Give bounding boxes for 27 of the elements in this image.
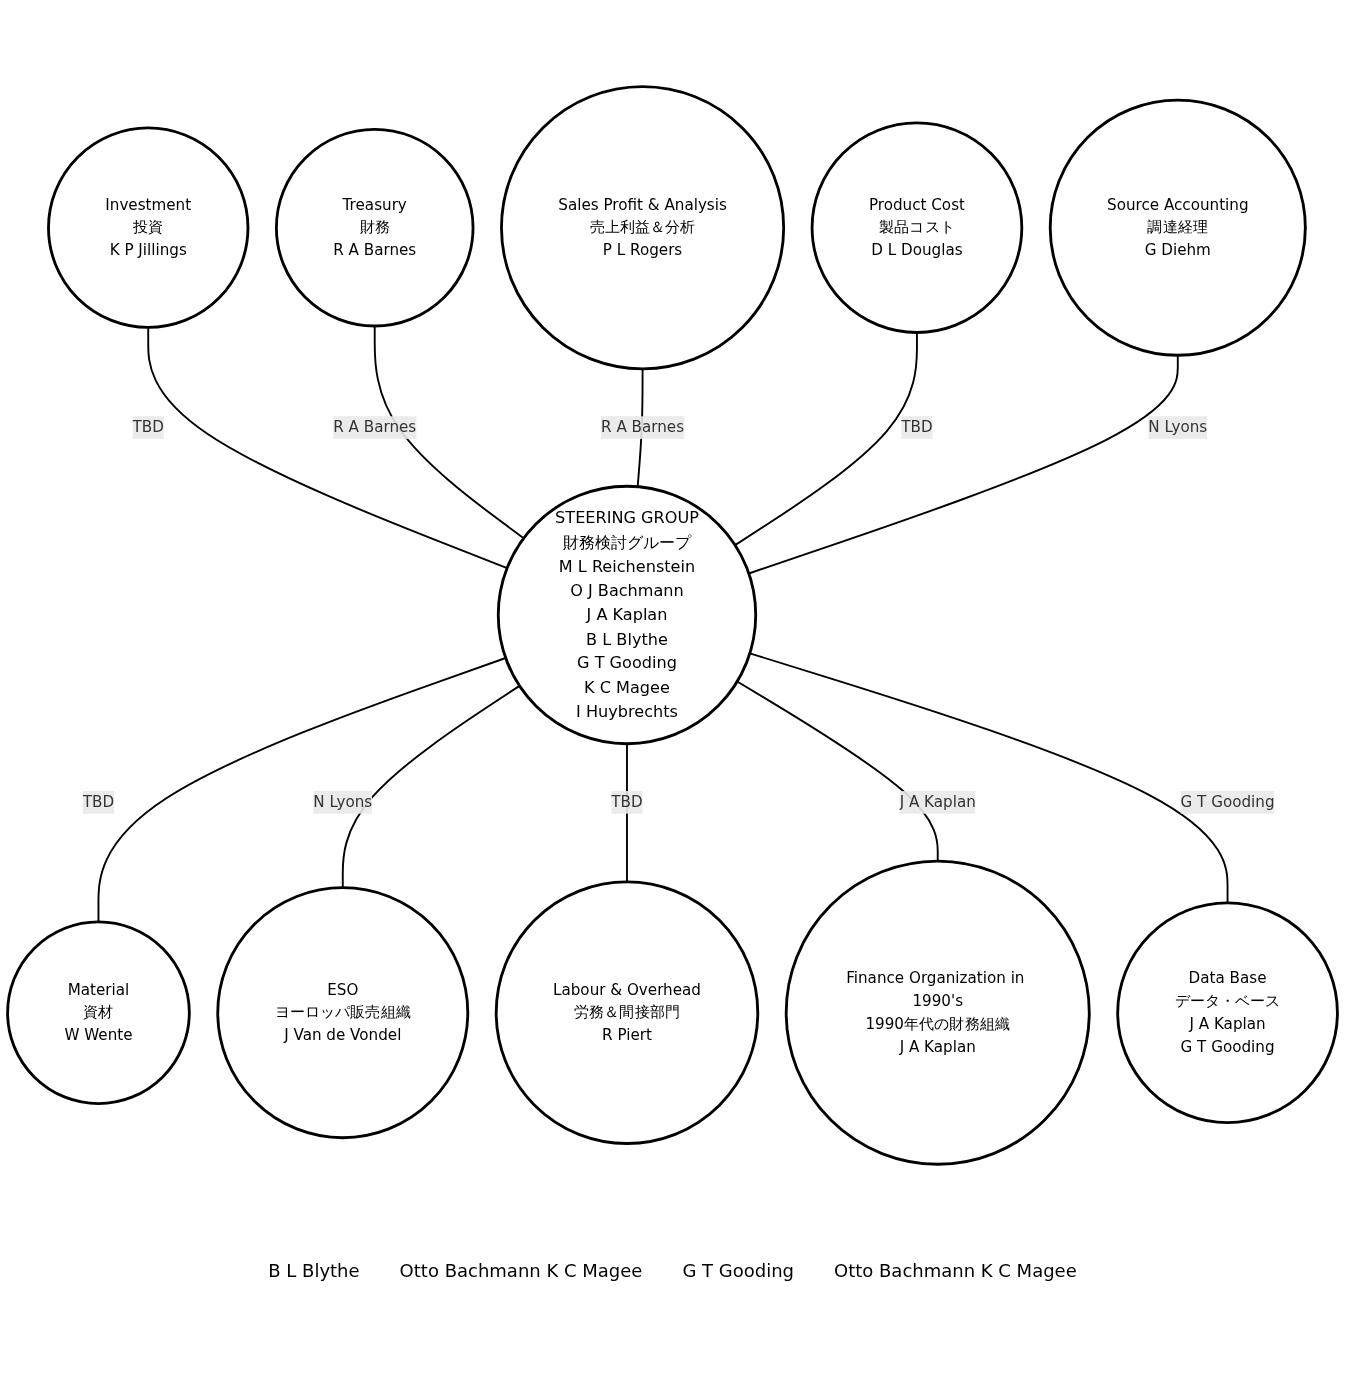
connector bbox=[734, 331, 918, 546]
node-circle: ESO ヨーロッパ販売組織 J Van de Vondel bbox=[216, 885, 470, 1139]
edge-label: G T Gooding bbox=[1180, 792, 1275, 811]
edge-label: TBD bbox=[82, 792, 115, 811]
node-circle: Finance Organization in 1990's 1990年代の財務組織 J A Kaplan bbox=[784, 859, 1091, 1166]
node-circle: Investment 投資 K P Jillings bbox=[47, 126, 250, 329]
node-circle: Product Cost 製品コスト D L Douglas bbox=[810, 121, 1024, 334]
node-circle: Data Base データ・ベース J A Kaplan G T Gooding bbox=[1116, 901, 1339, 1124]
liaison-name: B L Blythe bbox=[268, 1260, 360, 1281]
edge-label: N Lyons bbox=[313, 792, 373, 811]
liaison-name: G T Gooding bbox=[682, 1260, 794, 1281]
node-circle: Material 資材 W Wente bbox=[6, 920, 191, 1105]
node-circle: Labour & Overhead 労務＆間接部門 R Piert bbox=[494, 880, 760, 1145]
edge-label: R A Barnes bbox=[601, 417, 685, 436]
edge-label: TBD bbox=[132, 417, 164, 436]
edge-label: R A Barnes bbox=[333, 417, 417, 436]
node-circle: Treasury 財務 R A Barnes bbox=[274, 127, 475, 328]
edge-label: TBD bbox=[901, 417, 933, 436]
edge-label: J A Kaplan bbox=[899, 792, 976, 811]
edge-label: N Lyons bbox=[1148, 417, 1208, 436]
node-circle: Source Accounting 調達経理 G Diehm bbox=[1048, 98, 1307, 357]
edge-label: TBD bbox=[611, 792, 643, 811]
liaison-name: Otto Bachmann K C Magee bbox=[399, 1260, 643, 1281]
connector bbox=[736, 680, 939, 862]
node-circle: Sales Profit & Analysis 売上利益＆分析 P L Rogers bbox=[500, 84, 786, 370]
node-circle: STEERING GROUP 財務検討グループ M L Reichenstein O J Bachmann J A Kaplan B L Blythe G T Gooding K C Magee I Huybrechts bbox=[496, 484, 758, 745]
liaison-name: Otto Bachmann K C Magee bbox=[834, 1260, 1077, 1281]
